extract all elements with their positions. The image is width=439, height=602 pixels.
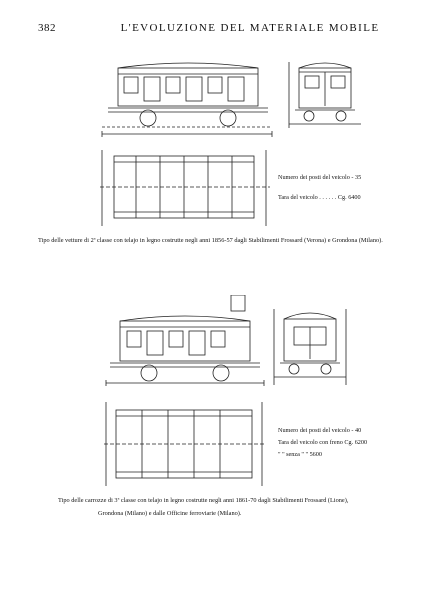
figure1-seat-count: Numero dei posti del veicolo - 35	[278, 174, 362, 181]
figure2-tare-weight-with-brake: Tara del veicolo con freno Cg. 6200	[278, 439, 368, 446]
figure1-caption: Tipo delle vetture di 2ª classe con tela…	[38, 237, 383, 244]
page-number: 382	[38, 22, 56, 34]
figure2-end-elevation	[270, 305, 350, 395]
figure1-side-elevation	[100, 60, 275, 140]
figure1-end-elevation	[285, 58, 365, 133]
running-title: L'EVOLUZIONE DEL MATERIALE MOBILE	[120, 22, 380, 34]
figure2-seat-count: Numero dei posti del veicolo - 40	[278, 427, 362, 434]
figure2-caption-line2: Grondona (Milano) e dalle Officine ferro…	[98, 510, 242, 517]
figure2-tare-weight-without-brake: " " senza " " 5600	[278, 451, 322, 458]
figure1-tare-weight: Tara del veicolo . . . . . . Cg. 6400	[278, 194, 361, 201]
figure2-side-elevation	[105, 295, 265, 390]
figure2-caption-line1: Tipo delle carrozze di 3ª classe con tel…	[58, 497, 349, 504]
figure2-plan-view	[102, 400, 267, 488]
figure1-plan-view	[98, 148, 273, 228]
